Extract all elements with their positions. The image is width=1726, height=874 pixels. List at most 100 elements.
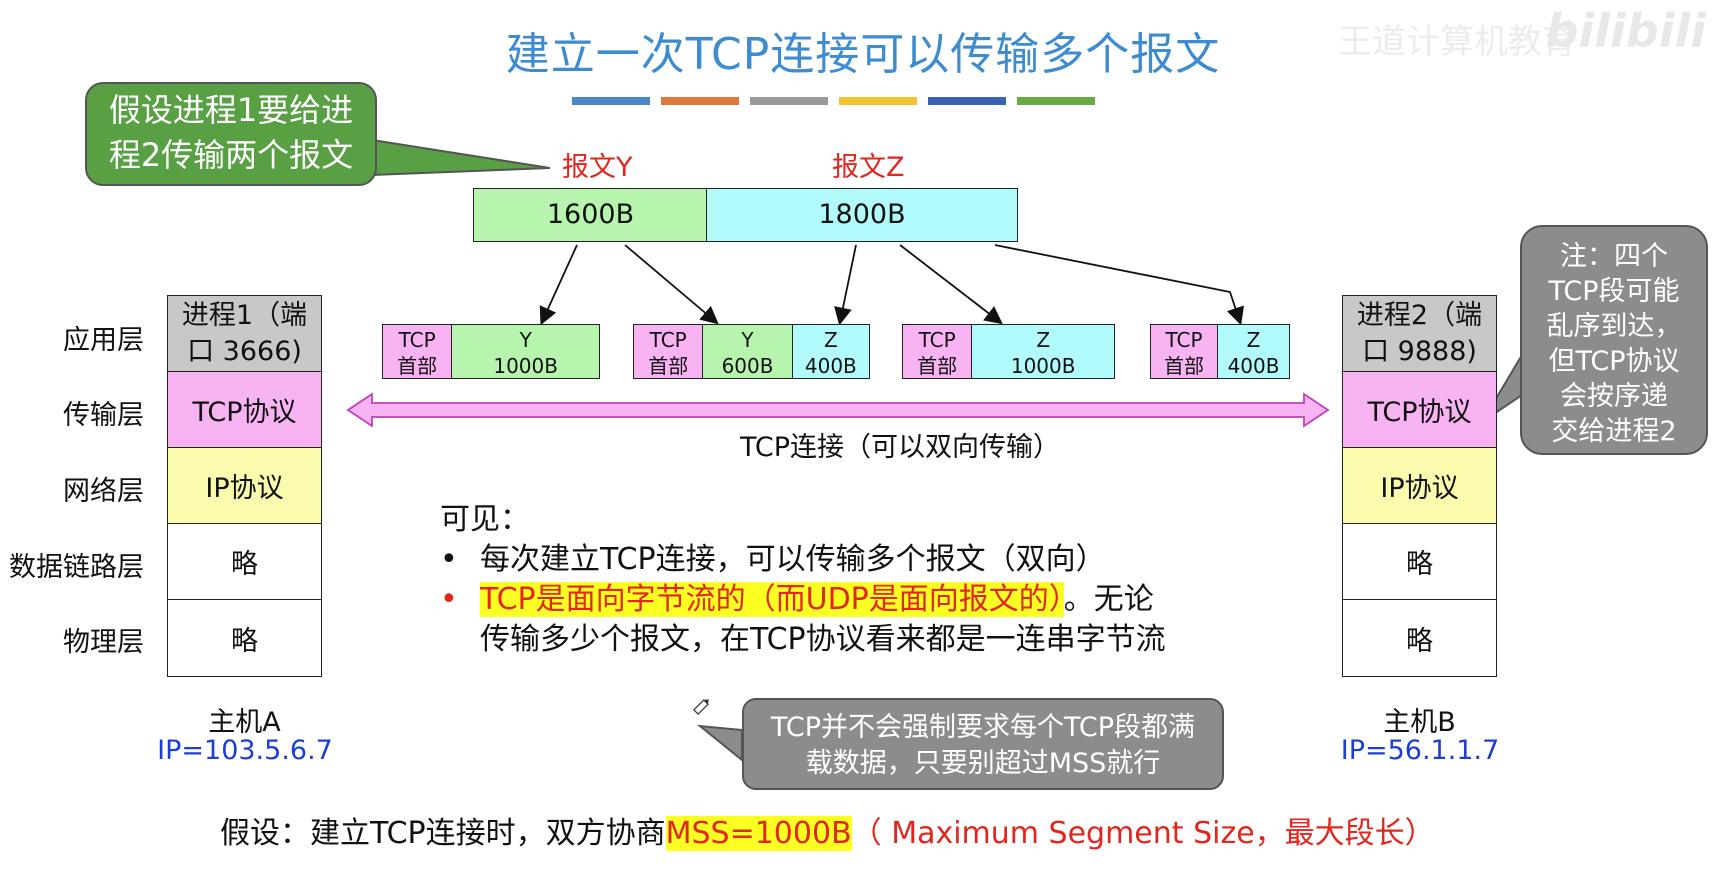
payload-name: Z bbox=[1036, 328, 1051, 352]
note-bullet-2-line2: 传输多少个报文，在TCP协议看来都是一连串字节流 bbox=[480, 622, 1166, 657]
process-line: 口 3666) bbox=[187, 335, 302, 367]
assumption-prefix: 假设：建立TCP连接时，双方协商 bbox=[220, 816, 666, 851]
payload-name: Z bbox=[1246, 328, 1261, 352]
callout-line: 乱序到达， bbox=[1546, 311, 1682, 342]
arrow-z-to-seg4 bbox=[994, 244, 1244, 326]
header-line: 首部 bbox=[397, 354, 438, 378]
arrow-z-to-seg2 bbox=[834, 244, 857, 326]
arrow-y-to-seg2 bbox=[624, 244, 719, 325]
host-a-ip-address: IP=103.5.6.7 bbox=[157, 735, 333, 766]
header-line: 首部 bbox=[1164, 354, 1205, 378]
message-z-box: 1800B bbox=[706, 188, 1018, 242]
tcp-connection-arrow bbox=[346, 392, 1330, 428]
segment-payload-z: Z 1000B bbox=[972, 325, 1114, 378]
left-callout-pointer bbox=[371, 138, 551, 177]
host-a-physical: 略 bbox=[168, 600, 321, 676]
callout-line: 注：四个 bbox=[1560, 241, 1668, 272]
layer-label-network: 网络层 bbox=[63, 476, 144, 507]
assumption-line: 假设：建立TCP连接时，双方协商MSS=1000B（ Maximum Segme… bbox=[220, 808, 1435, 852]
accent-bar bbox=[928, 97, 1006, 105]
host-b-ip: IP协议 bbox=[1343, 448, 1496, 524]
arrow-z-to-seg3 bbox=[899, 244, 1003, 325]
payload-size: 1000B bbox=[1010, 354, 1076, 378]
header-line: TCP bbox=[1165, 328, 1203, 352]
process-line: 口 9888) bbox=[1362, 335, 1477, 367]
host-a-link: 略 bbox=[168, 524, 321, 600]
payload-name: Y bbox=[741, 328, 754, 352]
message-y-label: 报文Y bbox=[562, 152, 633, 183]
bullet-dot: • bbox=[440, 542, 458, 577]
highlight-text: TCP是面向字节流的（而UDP是面向报文的） bbox=[480, 582, 1064, 617]
host-b-process: 进程2（端 口 9888) bbox=[1343, 296, 1496, 372]
layer-label-transport: 传输层 bbox=[63, 400, 144, 431]
payload-size: 400B bbox=[804, 354, 857, 378]
segment-header: TCP 首部 bbox=[1151, 325, 1219, 378]
callout-line: 会按序递 bbox=[1560, 381, 1668, 412]
segment-header: TCP 首部 bbox=[383, 325, 453, 378]
segment-header: TCP 首部 bbox=[634, 325, 704, 378]
callout-line: 程2传输两个报文 bbox=[108, 136, 354, 174]
host-b-name: 主机B bbox=[1383, 707, 1456, 738]
payload-name: Y bbox=[519, 328, 532, 352]
segment-payload-y: Y 600B bbox=[703, 325, 793, 378]
accent-bar bbox=[572, 97, 650, 105]
segment-payload-z: Z 400B bbox=[1218, 325, 1289, 378]
tcp-segment: TCP 首部 Y 600B Z 400B bbox=[633, 324, 870, 379]
callout-line: TCP段可能 bbox=[1548, 276, 1680, 307]
mss-value: MSS=1000B bbox=[665, 816, 852, 851]
page-title: 建立一次TCP连接可以传输多个报文 bbox=[505, 29, 1221, 80]
callout-line: 但TCP协议 bbox=[1548, 346, 1680, 377]
callout-line: 交给进程2 bbox=[1551, 416, 1677, 447]
host-a-process: 进程1（端 口 3666) bbox=[168, 296, 321, 372]
header-line: 首部 bbox=[648, 354, 689, 378]
layer-label-physical: 物理层 bbox=[63, 627, 144, 658]
host-b-tcp: TCP协议 bbox=[1343, 372, 1496, 448]
accent-bar bbox=[839, 97, 917, 105]
callout-assumption: 假设进程1要给进 程2传输两个报文 bbox=[85, 82, 377, 186]
arrow-y-to-seg1 bbox=[539, 244, 578, 326]
callout-line: TCP并不会强制要求每个TCP段都满 bbox=[770, 712, 1196, 743]
note-text: 。无论 bbox=[1063, 582, 1154, 617]
tcp-segment: TCP 首部 Z 400B bbox=[1150, 324, 1290, 379]
message-z-label: 报文Z bbox=[832, 152, 905, 183]
payload-name: Z bbox=[823, 328, 838, 352]
callout-mss-note: TCP并不会强制要求每个TCP段都满 载数据，只要别超过MSS就行 bbox=[742, 698, 1224, 790]
callout-out-of-order-note: 注：四个 TCP段可能 乱序到达， 但TCP协议 会按序递 交给进程2 bbox=[1520, 225, 1708, 455]
callout-line: 载数据，只要别超过MSS就行 bbox=[805, 748, 1161, 779]
host-b-link: 略 bbox=[1343, 524, 1496, 600]
assumption-suffix: （ Maximum Segment Size，最大段长） bbox=[851, 816, 1435, 851]
tcp-segment: TCP 首部 Z 1000B bbox=[902, 324, 1115, 379]
payload-size: 400B bbox=[1227, 354, 1280, 378]
layer-label-application: 应用层 bbox=[63, 325, 144, 356]
segment-header: TCP 首部 bbox=[903, 325, 973, 378]
note-bullet-2: TCP是面向字节流的（而UDP是面向报文的）。无论 bbox=[480, 580, 1154, 620]
bullet-dot: • bbox=[440, 582, 458, 617]
bilibili-logo: bilibili bbox=[1545, 4, 1706, 58]
payload-size: 1000B bbox=[493, 354, 558, 378]
payload-size: 600B bbox=[721, 354, 774, 378]
accent-bar bbox=[750, 97, 828, 105]
host-a-tcp: TCP协议 bbox=[168, 372, 321, 448]
bottom-callout-pointer bbox=[696, 724, 743, 763]
process-line: 进程1（端 bbox=[181, 299, 308, 331]
header-line: TCP bbox=[649, 328, 687, 352]
segment-payload-y: Y 1000B bbox=[452, 325, 599, 378]
tcp-segment: TCP 首部 Y 1000B bbox=[382, 324, 600, 379]
tcp-connection-label: TCP连接（可以双向传输） bbox=[739, 432, 1061, 463]
header-line: TCP bbox=[918, 328, 956, 352]
host-b-ip-address: IP=56.1.1.7 bbox=[1340, 735, 1500, 766]
message-y-box: 1600B bbox=[473, 188, 708, 242]
header-line: 首部 bbox=[917, 354, 958, 378]
host-a-name: 主机A bbox=[208, 707, 281, 738]
watermark: 王道计算机教育 bbox=[1338, 22, 1576, 62]
pencil-icon bbox=[693, 699, 709, 715]
notes-block: 可见： • 每次建立TCP连接，可以传输多个报文（双向） • TCP是面向字节流… bbox=[440, 500, 1240, 660]
layer-label-datalink: 数据链路层 bbox=[9, 552, 144, 583]
header-line: TCP bbox=[398, 328, 436, 352]
callout-line: 假设进程1要给进 bbox=[108, 91, 354, 129]
accent-bar bbox=[1017, 97, 1095, 105]
accent-bar bbox=[661, 97, 739, 105]
host-b-physical: 略 bbox=[1343, 600, 1496, 676]
host-b-stack: 进程2（端 口 9888) TCP协议 IP协议 略 略 bbox=[1342, 295, 1497, 677]
segment-payload-z: Z 400B bbox=[792, 325, 869, 378]
